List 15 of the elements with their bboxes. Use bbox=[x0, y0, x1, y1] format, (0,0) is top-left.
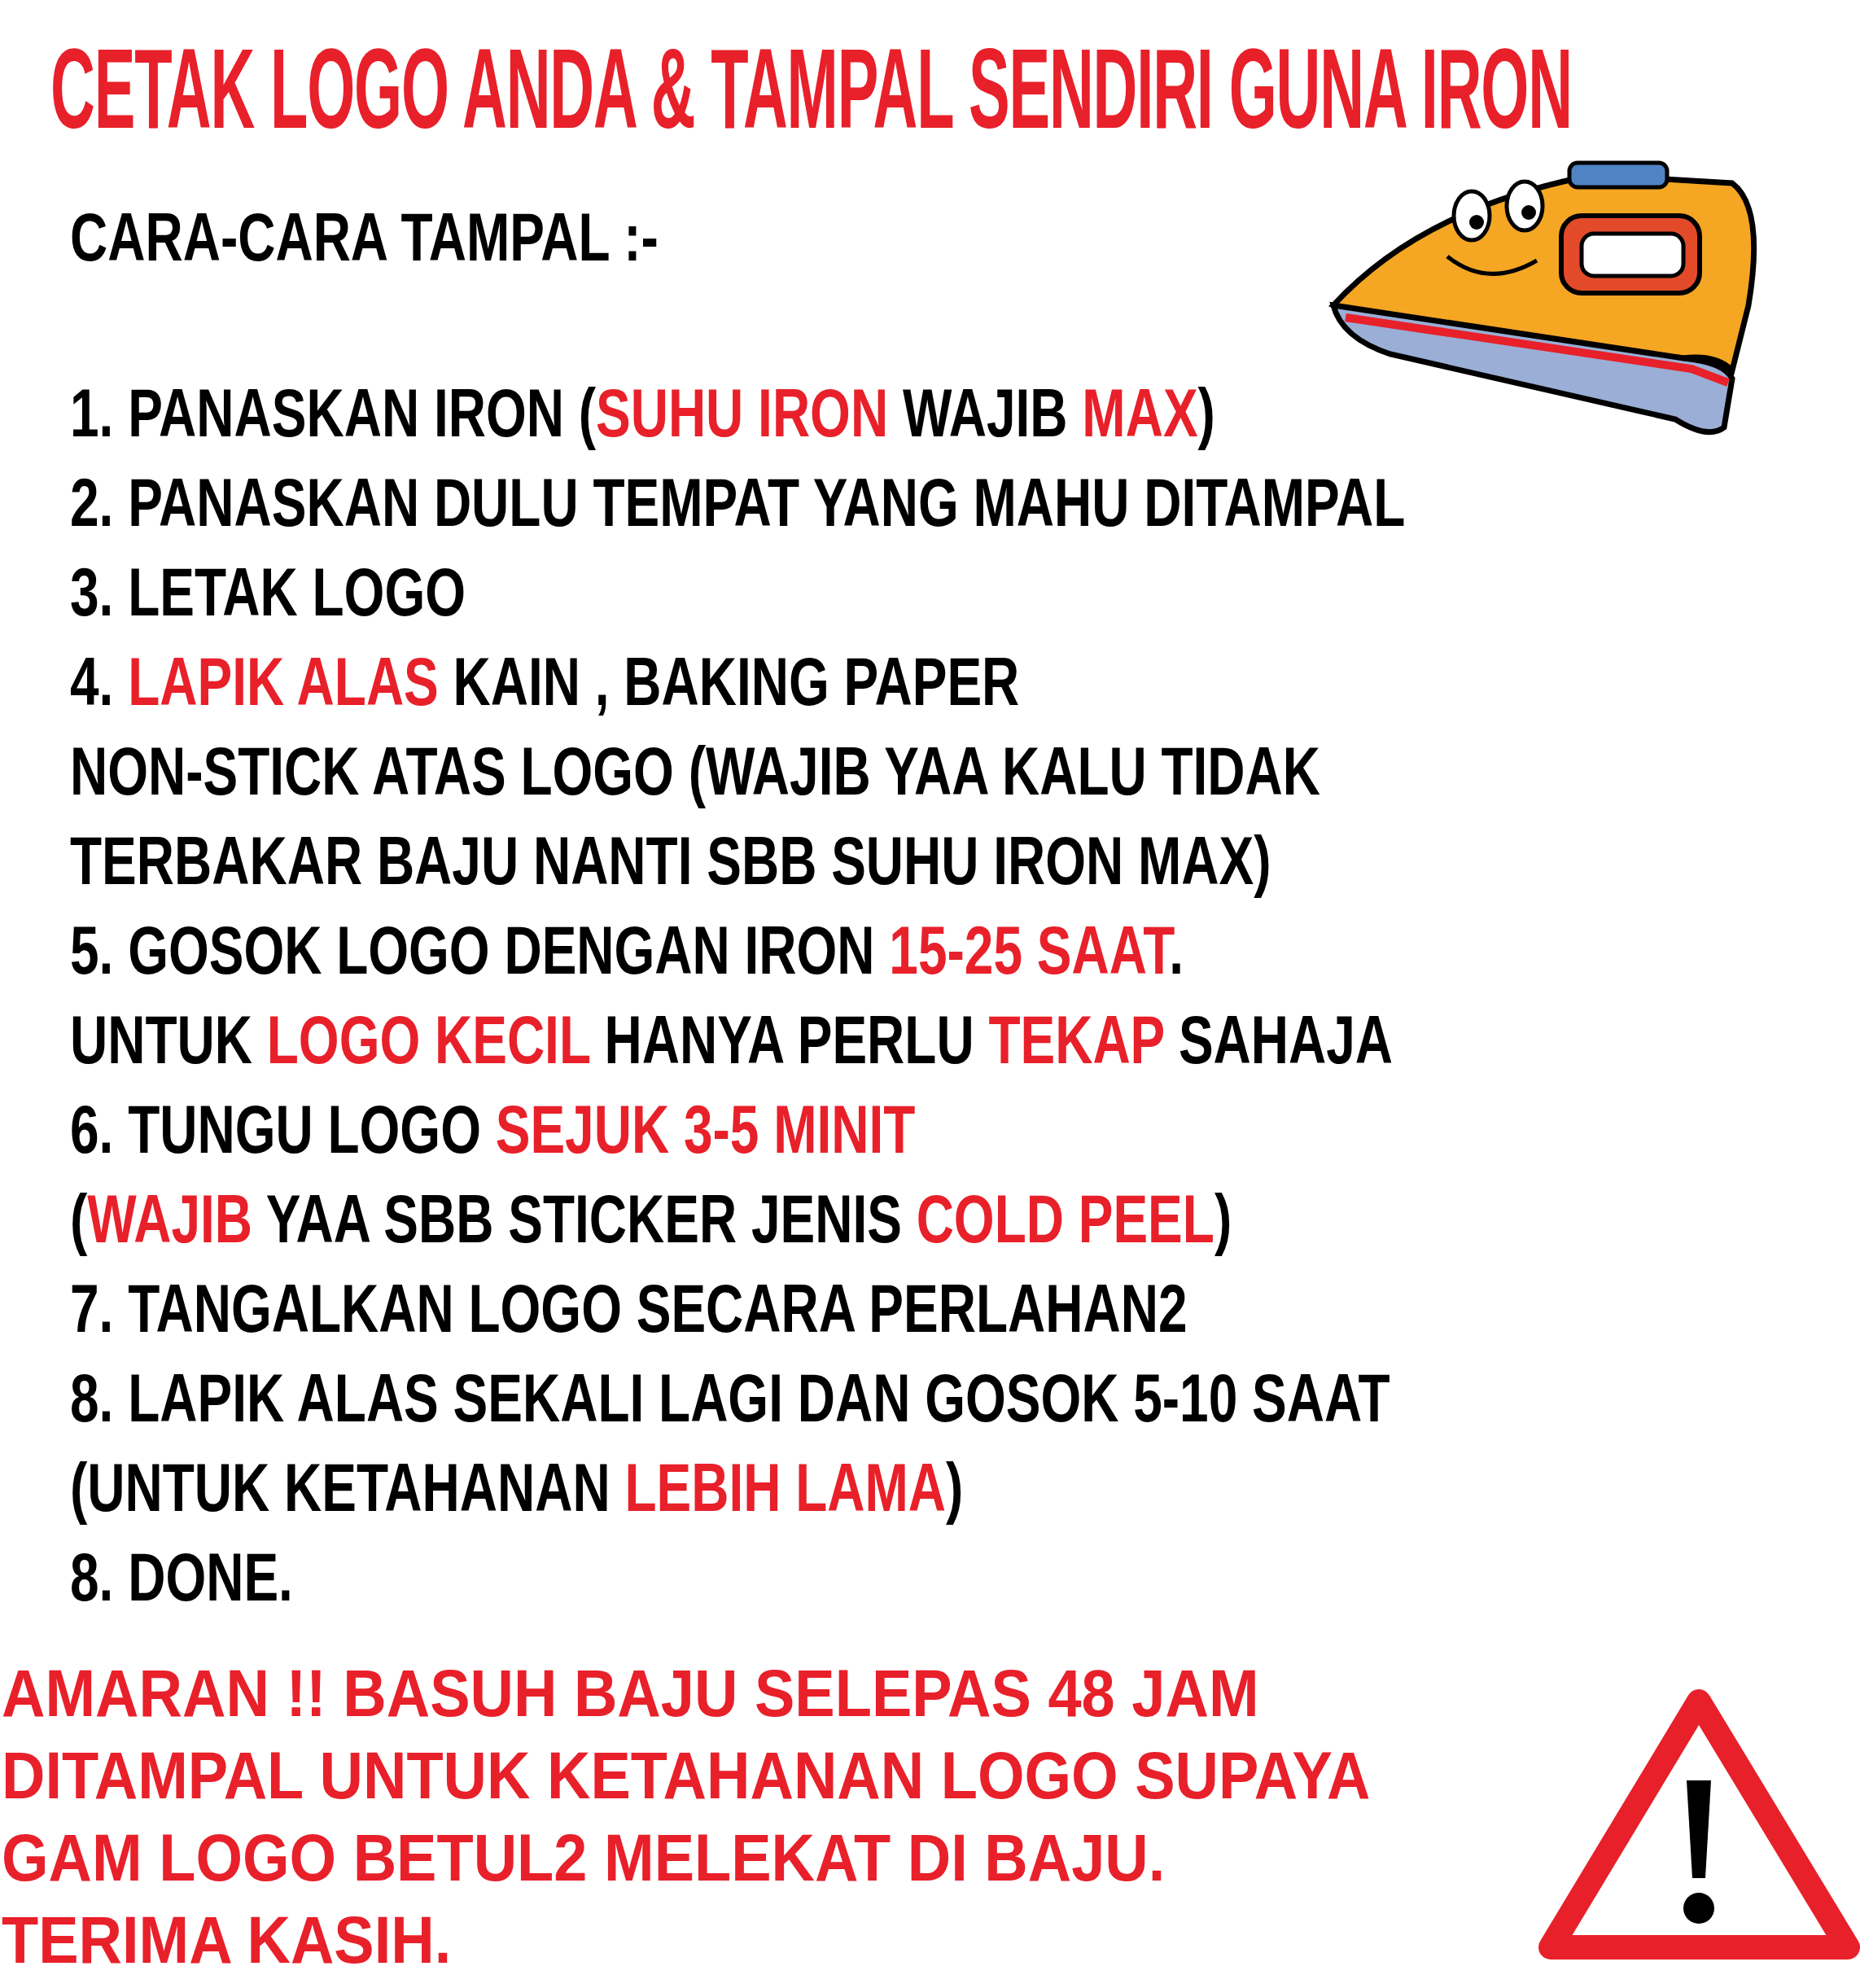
step-text: 8. LAPIK ALAS SEKALI LAGI DAN GOSOK 5-10 SAAT bbox=[70, 1364, 1390, 1433]
step-text: UNTUK LOGO KECIL HANYA PERLU TEKAP SAHAJA bbox=[70, 1006, 1394, 1075]
step-text: 2. PANASKAN DULU TEMPAT YANG MAHU DITAMPAL bbox=[70, 469, 1406, 537]
warning-text: AMARAN !! BASUH BAJU SELEPAS 48 JAM bbox=[2, 1661, 1259, 1727]
step-text: 6. TUNGU LOGO SEJUK 3-5 MINIT bbox=[70, 1096, 916, 1164]
step-text: 8. DONE. bbox=[70, 1544, 293, 1612]
warning-text: DITAMPAL UNTUK KETAHANAN LOGO SUPAYA bbox=[2, 1743, 1371, 1810]
step-text: 7. TANGALKAN LOGO SECARA PERLAHAN2 bbox=[70, 1275, 1188, 1343]
step-text: 3. LETAK LOGO bbox=[70, 558, 466, 627]
heading: CETAK LOGO ANDA & TAMPAL SENDIRI GUNA IRON bbox=[50, 33, 1572, 146]
step-text: 4. LAPIK ALAS KAIN , BAKING PAPER bbox=[70, 648, 1020, 716]
warning-text: TERIMA KASIH. bbox=[2, 1907, 452, 1974]
step-text: 5. GOSOK LOGO DENGAN IRON 15-25 SAAT. bbox=[70, 917, 1184, 985]
warning-text: GAM LOGO BETUL2 MELEKAT DI BAJU. bbox=[2, 1825, 1166, 1892]
subheading: CARA-CARA TAMPAL :- bbox=[70, 204, 659, 272]
